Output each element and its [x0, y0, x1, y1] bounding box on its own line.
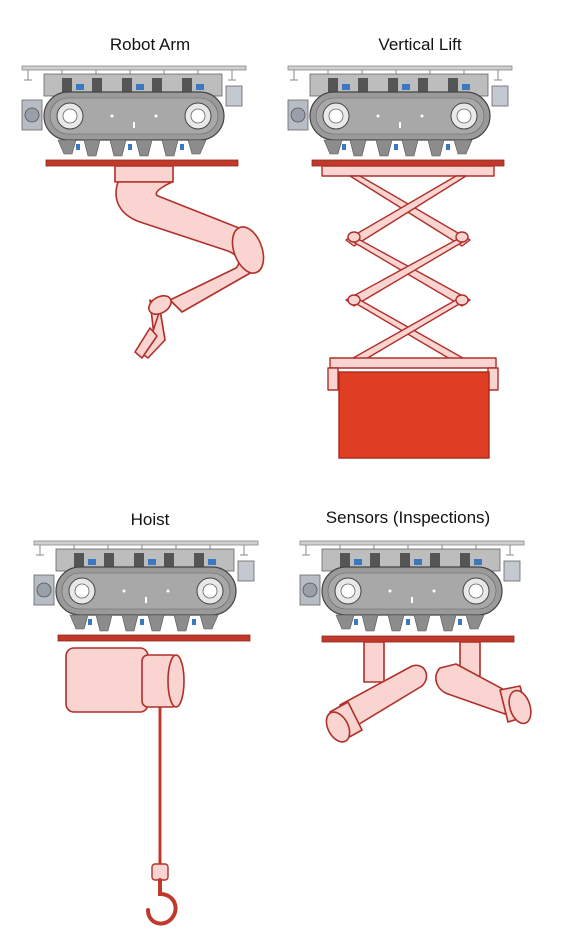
sensor-left: [325, 641, 428, 743]
mount-plate-hoist: [57, 634, 251, 642]
crawler-hoist: [33, 540, 259, 632]
crawler-vertical-lift: [287, 65, 513, 157]
sensor-right: [435, 641, 532, 725]
robot-arm-attachment: [114, 165, 265, 359]
crawler-sensors: [299, 540, 525, 632]
mount-plate-robot-arm: [45, 159, 239, 167]
payload-box: [338, 371, 490, 459]
panel-title-sensors: Sensors (Inspections): [325, 508, 491, 527]
panel-title-robot-arm: Robot Arm: [109, 35, 191, 54]
hook-icon: [146, 878, 178, 926]
panel-title-vertical-lift: Vertical Lift: [378, 35, 462, 54]
crawler-robot-arm: [21, 65, 247, 157]
hoist-attachment: [65, 647, 185, 713]
mount-plate-sensors: [321, 635, 515, 643]
panel-title-hoist: Hoist: [130, 510, 170, 529]
hoist-block: [151, 863, 169, 881]
scissor-lift-attachment: [321, 165, 499, 391]
mount-plate-vertical-lift: [311, 159, 505, 167]
